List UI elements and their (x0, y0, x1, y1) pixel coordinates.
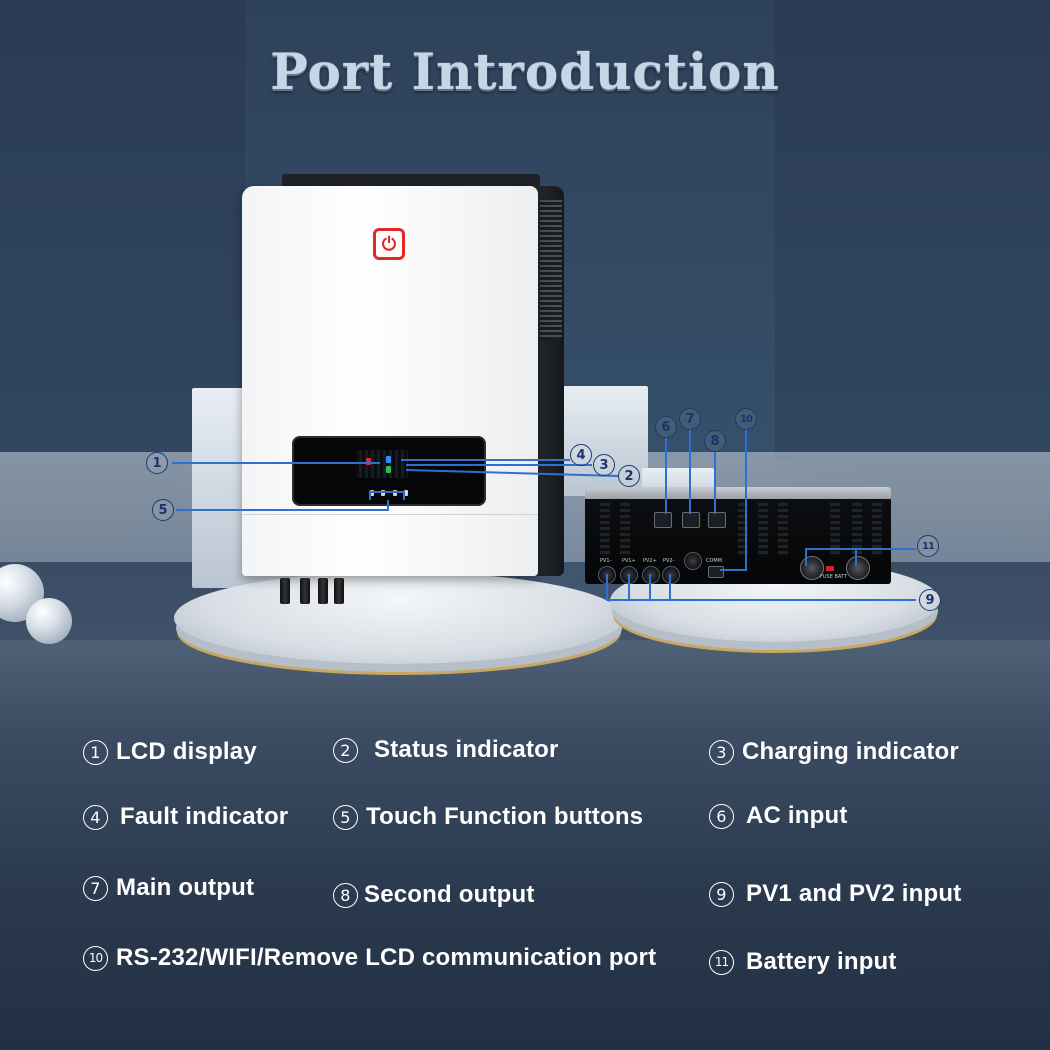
callout-line-11 (805, 548, 916, 566)
legend-item-touch-function-buttons: 5 Touch Function buttons (333, 803, 643, 831)
legend-number: 2 (333, 737, 358, 763)
legend-item-battery-input: 11 Battery input (709, 948, 897, 976)
callout-number-8: 8 (704, 430, 726, 452)
legend-item-charging-indicator: 3 Charging indicator (709, 738, 959, 766)
callout-number-1: 1 (146, 452, 168, 474)
legend-number: 6 (709, 803, 734, 829)
vent-rib (758, 503, 768, 557)
legend-number: 7 (83, 875, 108, 901)
legend-item-communication-port: 10 RS-232/WIFI/Remove LCD communication … (83, 944, 656, 972)
legend-number: 4 (83, 804, 108, 830)
legend-label: Main output (116, 874, 255, 901)
legend-item-status-indicator: 2 Status indicator (333, 736, 559, 764)
callout-line-5 (176, 500, 389, 511)
legend-label: Charging indicator (742, 738, 959, 765)
inverter-bottom-cap (585, 487, 891, 499)
legend-number: 8 (333, 882, 358, 908)
callout-number-7: 7 (679, 408, 701, 430)
ground-terminal (684, 552, 702, 570)
callout-number-9: 9 (919, 589, 941, 611)
legend-number: 5 (333, 804, 358, 830)
vent-rib (872, 503, 882, 557)
pv-port-label: PV1+ (622, 558, 636, 564)
legend-number: 1 (83, 739, 108, 765)
vent-rib (852, 503, 862, 557)
charging-indicator (386, 456, 391, 463)
fault-indicator (366, 458, 371, 465)
floor (0, 640, 1050, 1050)
callout-number-6: 6 (655, 416, 677, 438)
ac-input-port (654, 512, 672, 528)
legend-label: RS-232/WIFI/Remove LCD communication por… (116, 944, 657, 971)
podium-left (174, 572, 624, 664)
inverter-divider (242, 514, 538, 515)
vent-rib (738, 503, 748, 557)
pv-connector (300, 578, 310, 604)
battery-terminal (800, 556, 824, 580)
pv-port-label: PV1- (600, 558, 612, 564)
callout-number-2: 2 (618, 465, 640, 487)
legend-label: Second output (364, 881, 535, 908)
status-indicator (386, 466, 391, 473)
touch-button[interactable] (404, 490, 408, 496)
callout-number-3: 3 (593, 454, 615, 476)
second-output-port (708, 512, 726, 528)
decor-ball (26, 598, 72, 644)
legend-item-main-output: 7 Main output (83, 874, 254, 902)
legend-number: 3 (709, 739, 734, 765)
legend-item-lcd-display: 1 LCD display (83, 738, 257, 766)
callout-line-9 (606, 574, 916, 601)
vent-rib (600, 503, 610, 557)
callout-number-4: 4 (570, 444, 592, 466)
callout-number-5: 5 (152, 499, 174, 521)
legend-label: AC input (746, 802, 848, 829)
vent-rib (620, 503, 630, 557)
power-icon: ⏻ (373, 228, 405, 260)
pv-port-label: PV2- (663, 558, 675, 564)
callout-number-10: 10 (735, 408, 757, 430)
legend-label: Battery input (746, 948, 897, 975)
inverter-vent (540, 200, 562, 340)
legend-item-ac-input: 6 AC input (709, 802, 848, 830)
pv-port-label: PV2+ (643, 558, 657, 564)
legend-item-pv-input: 9 PV1 and PV2 input (709, 880, 961, 908)
comm-port-label: COMM (706, 558, 723, 564)
legend-label: Status indicator (374, 736, 559, 763)
legend-label: Fault indicator (120, 803, 289, 830)
pv-connector (280, 578, 290, 604)
page-title: Port Introduction (270, 42, 780, 101)
legend-item-fault-indicator: 4 Fault indicator (83, 803, 288, 831)
legend-label: LCD display (116, 738, 257, 765)
inverter-top-bracket (282, 174, 540, 188)
callout-line-5-bracket (369, 491, 405, 500)
fuse-indicator (826, 566, 834, 571)
callout-line-2 (405, 469, 619, 477)
legend-item-second-output: 8 Second output (333, 881, 535, 909)
legend-number: 11 (709, 949, 734, 975)
callout-line-10 (720, 430, 747, 571)
pv-connector (318, 578, 328, 604)
wall-panel (775, 0, 1050, 460)
wall-panel (0, 0, 246, 460)
battery-port-label: FUSE BATT (820, 574, 847, 580)
pv-connector (334, 578, 344, 604)
legend-number: 9 (709, 881, 734, 907)
callout-number-11: 11 (917, 535, 939, 557)
vent-rib (830, 503, 840, 557)
legend-number: 10 (83, 945, 108, 971)
vent-rib (778, 503, 788, 557)
battery-terminal (846, 556, 870, 580)
legend-label: PV1 and PV2 input (746, 880, 962, 907)
legend-label: Touch Function buttons (366, 803, 644, 830)
